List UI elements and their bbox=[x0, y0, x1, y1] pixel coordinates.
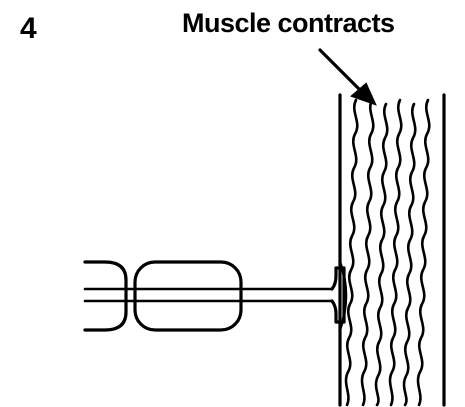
muscle-fiber-outline bbox=[340, 95, 444, 405]
myelin-sheath bbox=[85, 262, 241, 330]
axon bbox=[85, 289, 332, 301]
pointer-arrow bbox=[320, 50, 375, 104]
contracted-myofibrils bbox=[346, 100, 429, 405]
